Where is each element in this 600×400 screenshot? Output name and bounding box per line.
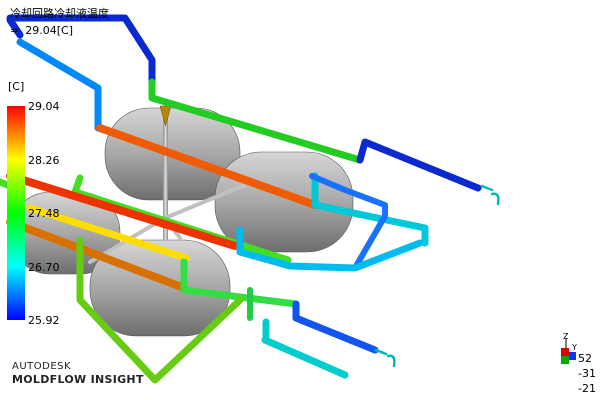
legend-unit-label: [C] xyxy=(8,80,25,93)
axis-triad-icon: Z Y xyxy=(561,332,577,364)
legend-tick-min: 25.92 xyxy=(28,314,60,327)
legend-tick-2: 28.26 xyxy=(28,154,60,167)
result-title: 冷却回路冷却液温度 xyxy=(10,7,109,20)
result-value: 29.04 xyxy=(25,24,57,37)
coolant-inlet-markers xyxy=(374,184,500,368)
coord-readout-1: 52 xyxy=(578,352,592,365)
coord-readout-2: -31 xyxy=(578,367,596,380)
result-unit: [C] xyxy=(56,24,73,37)
coord-readout-3: -21 xyxy=(578,382,596,395)
triad-y-label: Y xyxy=(571,343,577,352)
autodesk-moldflow-logo: AUTODESK MOLDFLOW INSIGHT xyxy=(12,360,144,387)
legend-tick-4: 26.70 xyxy=(28,261,60,274)
legend-tick-3: 27.48 xyxy=(28,207,60,220)
legend-tick-max: 29.04 xyxy=(28,100,60,113)
cooling-channels xyxy=(0,14,482,384)
result-value-readout: =29.04[C] xyxy=(10,24,73,37)
color-legend-bar xyxy=(7,106,25,320)
brand-moldflow: MOLDFLOW xyxy=(12,373,87,386)
triad-z-label: Z xyxy=(563,332,569,341)
brand-autodesk: AUTODESK xyxy=(12,361,72,372)
brand-insight: INSIGHT xyxy=(90,373,144,386)
